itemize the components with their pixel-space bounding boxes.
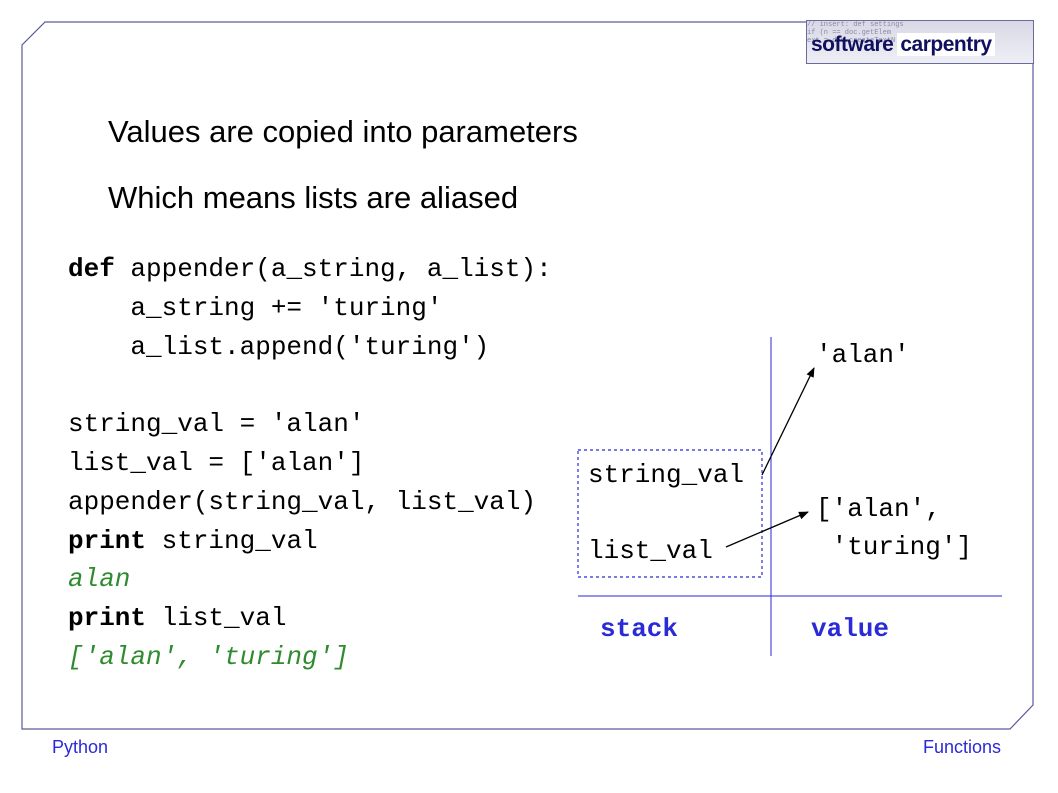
code-text: list_val (146, 603, 287, 634)
label-stack: stack (600, 614, 679, 644)
slide-title-line2: Which means lists are aliased (108, 180, 519, 215)
code-listing: def appender(a_string, a_list): a_string… (68, 250, 552, 677)
code-line-2: a_string += 'turing' (68, 292, 443, 323)
code-line-8: print string_val (68, 526, 318, 556)
code-line-6: list_val = ['alan'] (68, 447, 365, 478)
value-string-alan: 'alan' (816, 340, 910, 370)
keyword-def: def (68, 254, 115, 284)
code-output-2: ['alan', 'turing'] (68, 641, 349, 672)
keyword-print: print (68, 525, 147, 556)
footer-left: Python (52, 737, 109, 757)
code-line-3: a_list.append('turing') (68, 331, 490, 362)
label-value: value (811, 614, 890, 644)
software-carpentry-logo: // insert: def settings if (n == doc.get… (806, 20, 1034, 64)
footer-right: Functions (922, 737, 1001, 757)
stack-var-list-val: list_val (588, 536, 713, 566)
logo-word-software: software (811, 33, 894, 56)
stack-frame-box (577, 449, 763, 578)
slide-title-line1: Values are copied into parameters (108, 114, 578, 149)
code-output-1: alan (68, 564, 131, 595)
logo-word-carpentry: carpentry (897, 33, 995, 56)
stack-var-string-val: string_val (588, 460, 745, 490)
code-line-1: def appender(a_string, a_list): (68, 254, 552, 284)
code-line-7: appender(string_val, list_val) (68, 486, 537, 517)
code-text: string_val (146, 525, 318, 556)
code-line-10: print list_val (68, 603, 286, 633)
arrow-list-val (725, 511, 809, 548)
keyword-print: print (68, 603, 147, 634)
logo-background-code: // insert: def settings if (n == doc.get… (807, 21, 904, 45)
arrow-string-val (761, 367, 815, 476)
value-list-line2: 'turing'] (816, 532, 973, 562)
code-line-5: string_val = 'alan' (68, 409, 365, 440)
value-list-line1: ['alan', (816, 494, 941, 524)
code-text: appender(a_string, a_list): (114, 254, 552, 284)
